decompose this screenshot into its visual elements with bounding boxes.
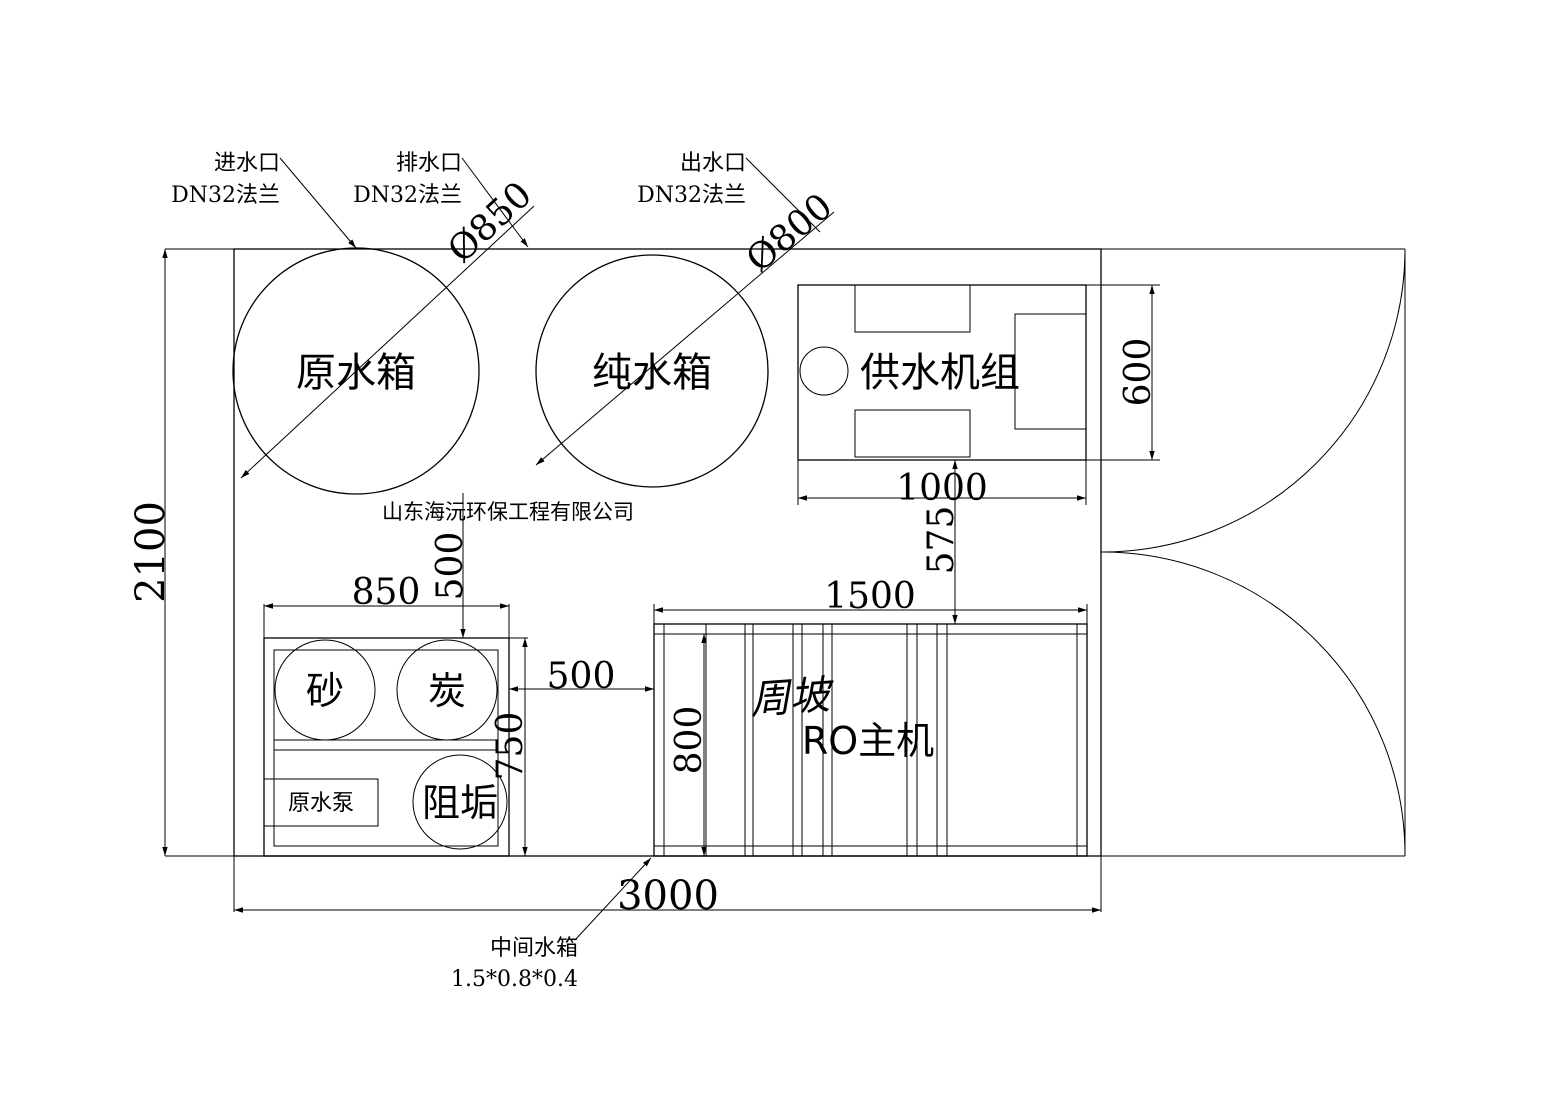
inlet-callout: 进水口 DN32法兰 (171, 151, 357, 249)
room-width-dim: 3000 (617, 873, 719, 919)
pure-tank-label: 纯水箱 (592, 350, 712, 396)
outlet-title: 出水口 (680, 151, 746, 176)
raw-tank: 原水箱 Ø850 (232, 174, 540, 495)
gap-tank-filter: 500 (430, 493, 471, 638)
filter-skid: 砂 炭 阻垢 原水泵 850 750 (263, 572, 531, 857)
supply-unit: 供水机组 600 1000 (797, 284, 1160, 509)
mid-tank-title: 中间水箱 (490, 936, 578, 961)
sand-filter-label: 砂 (306, 669, 344, 713)
supply-depth-dim: 600 (1118, 338, 1159, 407)
filter-depth-dim: 750 (490, 712, 531, 781)
mid-tank-callout: 中间水箱 1.5*0.8*0.4 (451, 857, 652, 992)
gap-tank-filter-dim: 500 (430, 532, 471, 601)
ro-width-dim: 1500 (824, 576, 916, 617)
supply-width-dim: 1000 (896, 468, 988, 509)
room-dimensions: 2100 3000 (128, 249, 1101, 919)
drain-spec: DN32法兰 (353, 183, 462, 208)
door-swing (1100, 248, 1406, 857)
ro-depth-dim: 800 (669, 706, 710, 775)
carbon-filter-label: 炭 (428, 669, 466, 713)
raw-pump-label: 原水泵 (288, 791, 354, 816)
ro-host: RO主机 周坡 1500 800 (653, 576, 1088, 857)
company-name: 山东海沅环保工程有限公司 (382, 500, 634, 524)
filter-width-dim: 850 (352, 572, 421, 613)
inlet-spec: DN32法兰 (171, 183, 280, 208)
supply-unit-label: 供水机组 (860, 350, 1020, 396)
gap-supply-ro-dim: 575 (921, 506, 962, 575)
ro-host-label: RO主机 (802, 719, 934, 763)
outlet-spec: DN32法兰 (637, 183, 746, 208)
mid-tank-spec: 1.5*0.8*0.4 (451, 967, 578, 992)
drain-callout: 排水口 DN32法兰 (353, 151, 529, 248)
antiscalant-label: 阻垢 (422, 781, 498, 825)
gap-supply-ro: 575 (921, 460, 962, 624)
drain-title: 排水口 (396, 151, 462, 176)
pure-tank: 纯水箱 Ø800 (535, 186, 841, 488)
pure-tank-diameter: Ø800 (739, 186, 841, 281)
inlet-title: 进水口 (214, 151, 280, 176)
outlet-callout: 出水口 DN32法兰 (637, 151, 821, 233)
signature: 周坡 (748, 672, 837, 724)
gap-filter-ro-dim: 500 (547, 656, 616, 697)
gap-filter-ro: 500 (509, 656, 654, 697)
room-depth-dim: 2100 (128, 501, 174, 603)
raw-tank-label: 原水箱 (296, 350, 416, 396)
